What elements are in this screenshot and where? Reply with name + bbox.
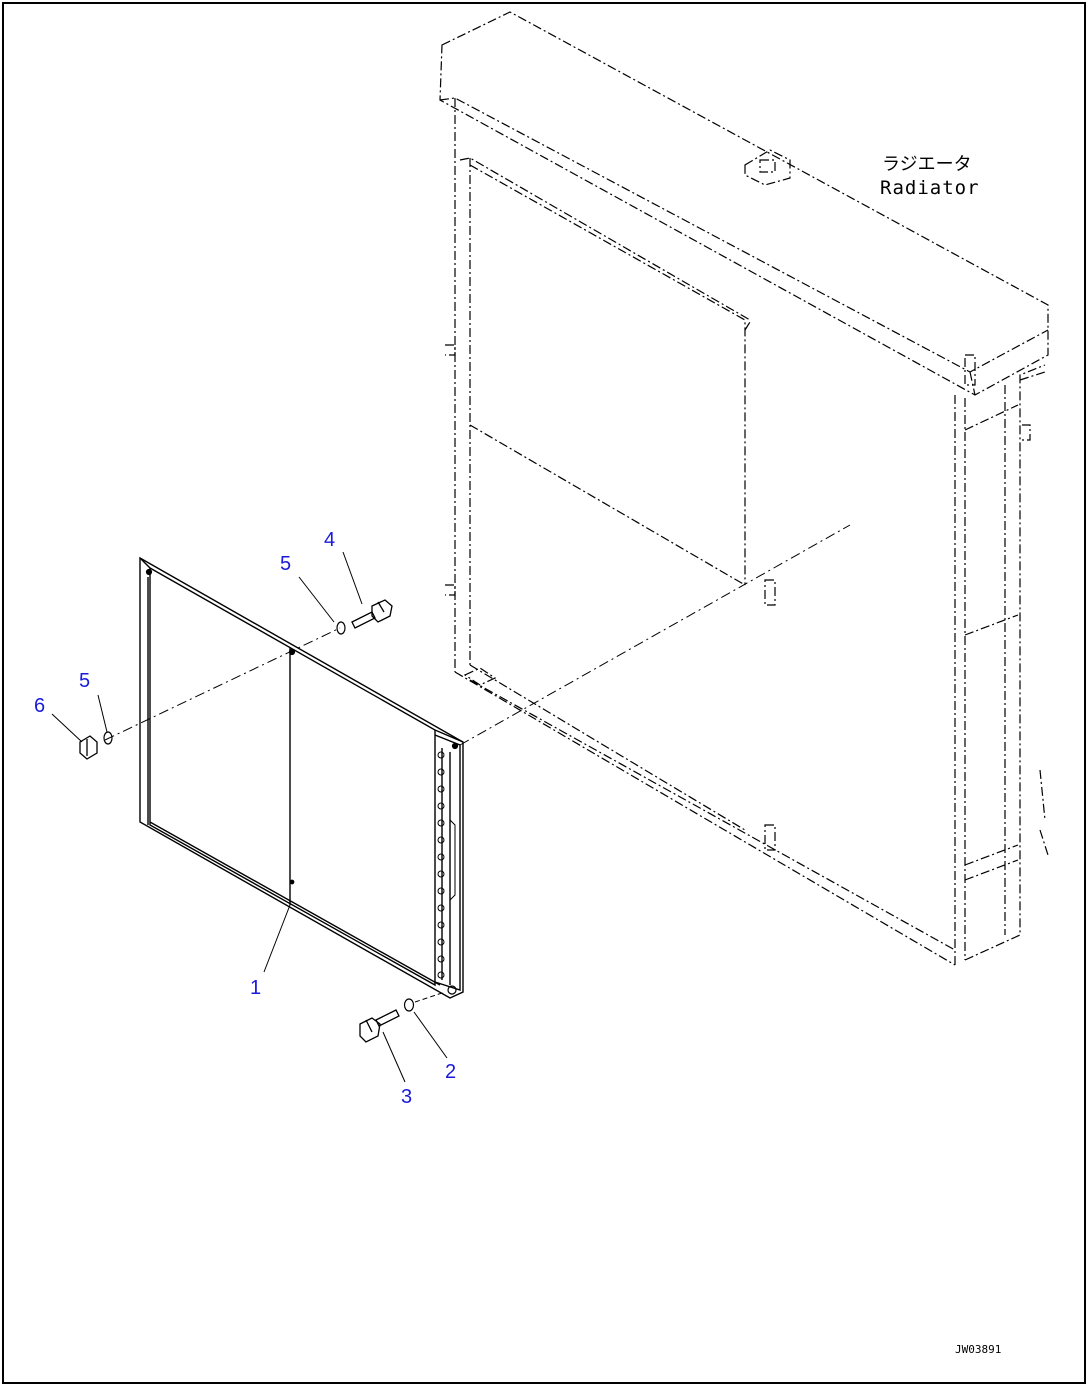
bolt-upper [351,599,393,629]
washer-left [103,731,113,745]
bolt-lower [359,1009,400,1043]
callout-5-left: 5 [79,670,90,692]
radiator-label-jp: ラジエータ [882,154,972,175]
callout-3: 3 [401,1086,412,1108]
callout-1: 1 [250,977,261,999]
radiator-outline [439,11,1049,966]
leader-lines [51,551,448,1083]
assembly-lines [104,524,851,746]
callout-2: 2 [445,1061,456,1083]
drawing-code: JW03891 [955,1343,1001,1356]
washer-lower [403,998,415,1012]
callout-4: 4 [324,529,335,551]
washer-upper [336,621,346,635]
core-panel [139,556,464,999]
callout-6: 6 [34,695,45,717]
core-tube-ends [437,751,456,979]
nut [79,735,98,760]
callout-5-upper: 5 [280,553,291,575]
radiator-label-en: Radiator [880,177,980,199]
core-mount-holes [145,568,459,995]
